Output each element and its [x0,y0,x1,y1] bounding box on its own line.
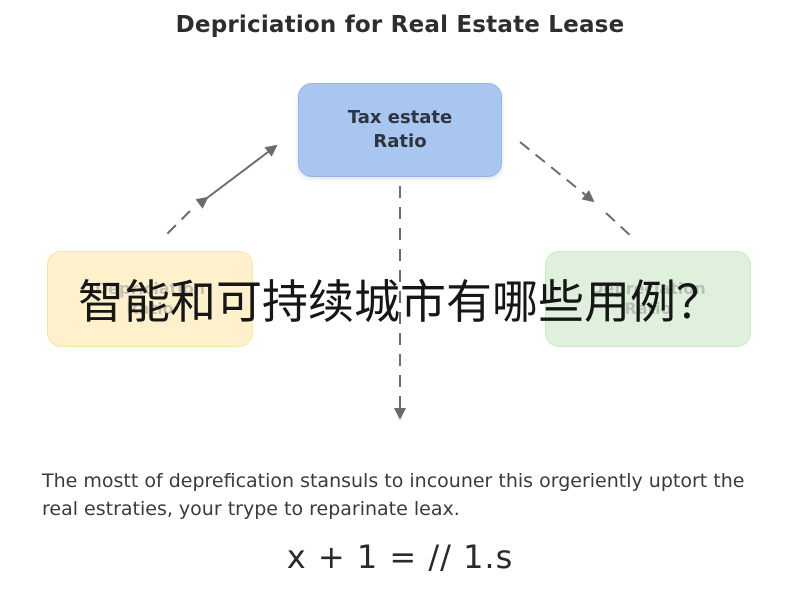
node-top-label: Tax estate Ratio [347,107,453,152]
arrow-left-bidirectional [195,144,278,209]
description-text: The mostt of deprefication stansuls to i… [42,470,745,520]
node-right-label: Depreciation Ratio [590,279,706,318]
node-left-label: Depriciation Ratio [94,279,206,318]
arrow-left-dashed [165,210,191,236]
overlay-question-text: 智能和可持续城市有哪些用例？ [78,275,722,329]
formula-text: x + 1 = // 1.s [286,538,514,576]
node-depreciation-right: Depreciation Ratio [545,251,751,347]
node-tax-estate-ratio: Tax estate Ratio [298,83,502,177]
arrow-right-dashed [519,141,595,203]
diagram-title: Depriciation for Real Estate Lease [175,12,625,38]
arrow-right-dashed-tail [605,212,633,238]
node-depreciation-left: Depriciation Ratio [47,251,253,347]
